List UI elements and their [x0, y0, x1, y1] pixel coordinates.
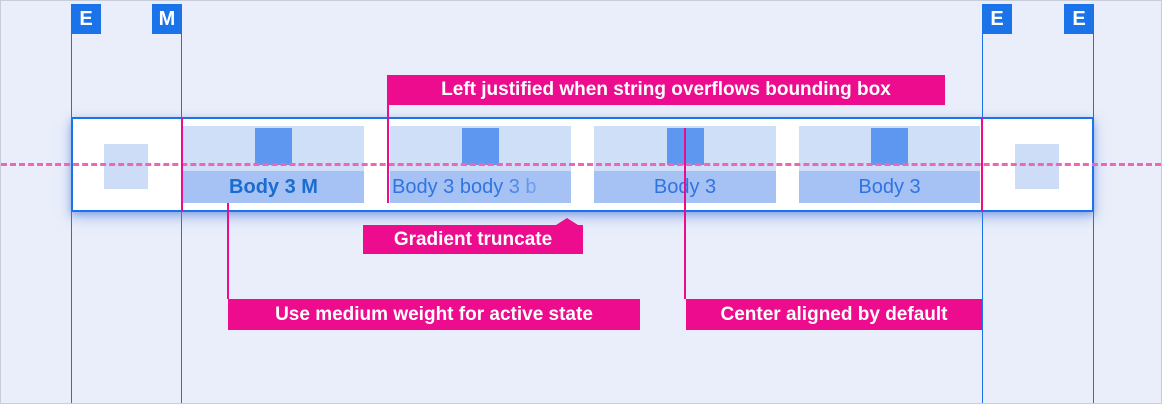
callout-medium-weight: Use medium weight for active state — [228, 299, 640, 330]
callout-left-justified: Left justified when string overflows bou… — [387, 75, 945, 105]
tab-label-area: Body 3 — [799, 171, 980, 203]
spacing-marker-letter: E — [1072, 7, 1086, 30]
right-action-placeholder-icon[interactable] — [1015, 144, 1059, 189]
callout-center-aligned: Center aligned by default — [686, 299, 982, 330]
spacing-marker-letter: E — [79, 7, 93, 30]
tab-item-active[interactable]: Body 3 M — [183, 1, 364, 403]
callout-pointer-up-icon — [556, 218, 578, 225]
tab-area-right-edge-line — [981, 118, 983, 211]
spacing-marker-letter: E — [990, 7, 1004, 30]
spacing-marker-m-left: M — [152, 4, 182, 34]
connector-medium-weight — [227, 203, 229, 299]
vertical-center-dashed-line — [1, 163, 1161, 166]
guide-line-edge-left — [71, 33, 72, 403]
callout-gradient-truncate: Gradient truncate — [363, 218, 583, 254]
spacing-marker-e-right-outer: E — [1064, 4, 1094, 34]
tab-icon-placeholder — [462, 128, 499, 165]
spacing-marker-letter: M — [158, 7, 176, 30]
callout-text: Left justified when string overflows bou… — [441, 79, 891, 100]
callout-text: Gradient truncate — [393, 228, 553, 250]
spacing-marker-e-right-inner: E — [982, 4, 1012, 34]
tab-item-overflow[interactable]: Body 3 body 3 b — [390, 1, 571, 403]
connector-center-aligned — [684, 128, 686, 299]
connector-left-justified — [387, 105, 389, 203]
guide-line-edge-right-outer — [1093, 33, 1094, 403]
tab-item-default[interactable]: Body 3 — [799, 1, 980, 403]
tab-label-area: Body 3 M — [183, 171, 364, 203]
tab-label: Body 3 — [858, 176, 921, 198]
gradient-truncate-overlay — [499, 171, 571, 203]
spacing-marker-e-left: E — [71, 4, 101, 34]
callout-text: Use medium weight for active state — [275, 303, 593, 325]
left-action-placeholder-icon[interactable] — [104, 144, 148, 189]
tab-icon-placeholder — [255, 128, 292, 165]
guide-line-margin-left — [181, 33, 182, 403]
guide-line-edge-right-inner — [982, 33, 983, 403]
tab-label: Body 3 M — [229, 176, 318, 198]
callout-text: Center aligned by default — [720, 303, 948, 325]
tab-area-left-edge-line — [181, 118, 183, 211]
tab-icon-placeholder — [871, 128, 908, 165]
